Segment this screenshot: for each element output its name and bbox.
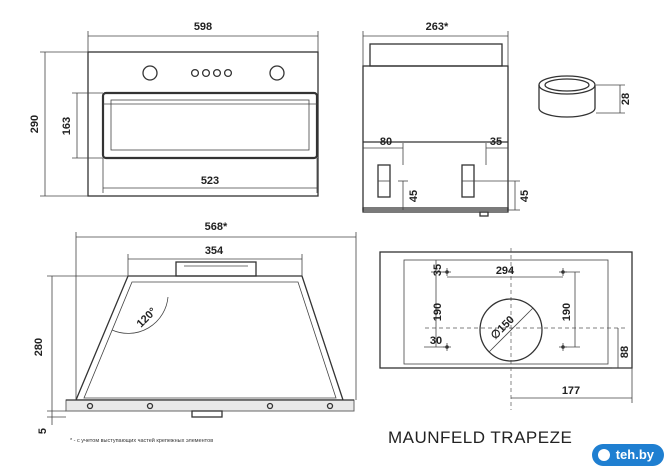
trapeze-front-view <box>47 232 357 425</box>
dim-side-35: 35 <box>490 136 502 148</box>
dim-plan-294: 294 <box>496 265 515 277</box>
dim-bottom-height: 280 <box>33 338 45 356</box>
dim-angle: 120° <box>135 306 160 331</box>
dim-side-45b: 45 <box>519 190 531 202</box>
dim-plan-190-right: 190 <box>561 303 573 321</box>
dim-inner-height: 163 <box>61 117 73 135</box>
duct-collar <box>538 75 625 118</box>
front-view <box>40 31 319 197</box>
dim-front-height: 290 <box>29 115 41 133</box>
footnote: * - с учетом выступающих частей крепежны… <box>70 437 213 444</box>
dim-collar-height: 28 <box>620 93 632 105</box>
mounting-plan <box>379 248 633 410</box>
watermark-badge: teh.by <box>591 444 664 466</box>
dim-side-80: 80 <box>380 136 392 148</box>
dim-plan-190-left: 190 <box>432 303 444 321</box>
dim-bottom-width: 568* <box>205 221 228 233</box>
watermark-text: teh.by <box>615 447 654 462</box>
dim-plan-88: 88 <box>619 346 631 358</box>
dim-plan-177: 177 <box>562 385 580 397</box>
dim-inner-width: 523 <box>201 175 219 187</box>
watermark-logo-icon <box>597 449 610 461</box>
model-title: MAUNFELD TRAPEZE <box>388 428 572 447</box>
dim-plan-30: 30 <box>430 335 442 347</box>
dim-bottom-5: 5 <box>37 428 49 434</box>
side-view <box>362 31 520 217</box>
dim-front-width: 598 <box>194 21 212 33</box>
dim-side-45a: 45 <box>408 190 420 202</box>
dim-plan-35: 35 <box>432 264 444 276</box>
dim-side-depth: 263* <box>426 21 449 33</box>
dim-top-box-width: 354 <box>205 245 224 257</box>
